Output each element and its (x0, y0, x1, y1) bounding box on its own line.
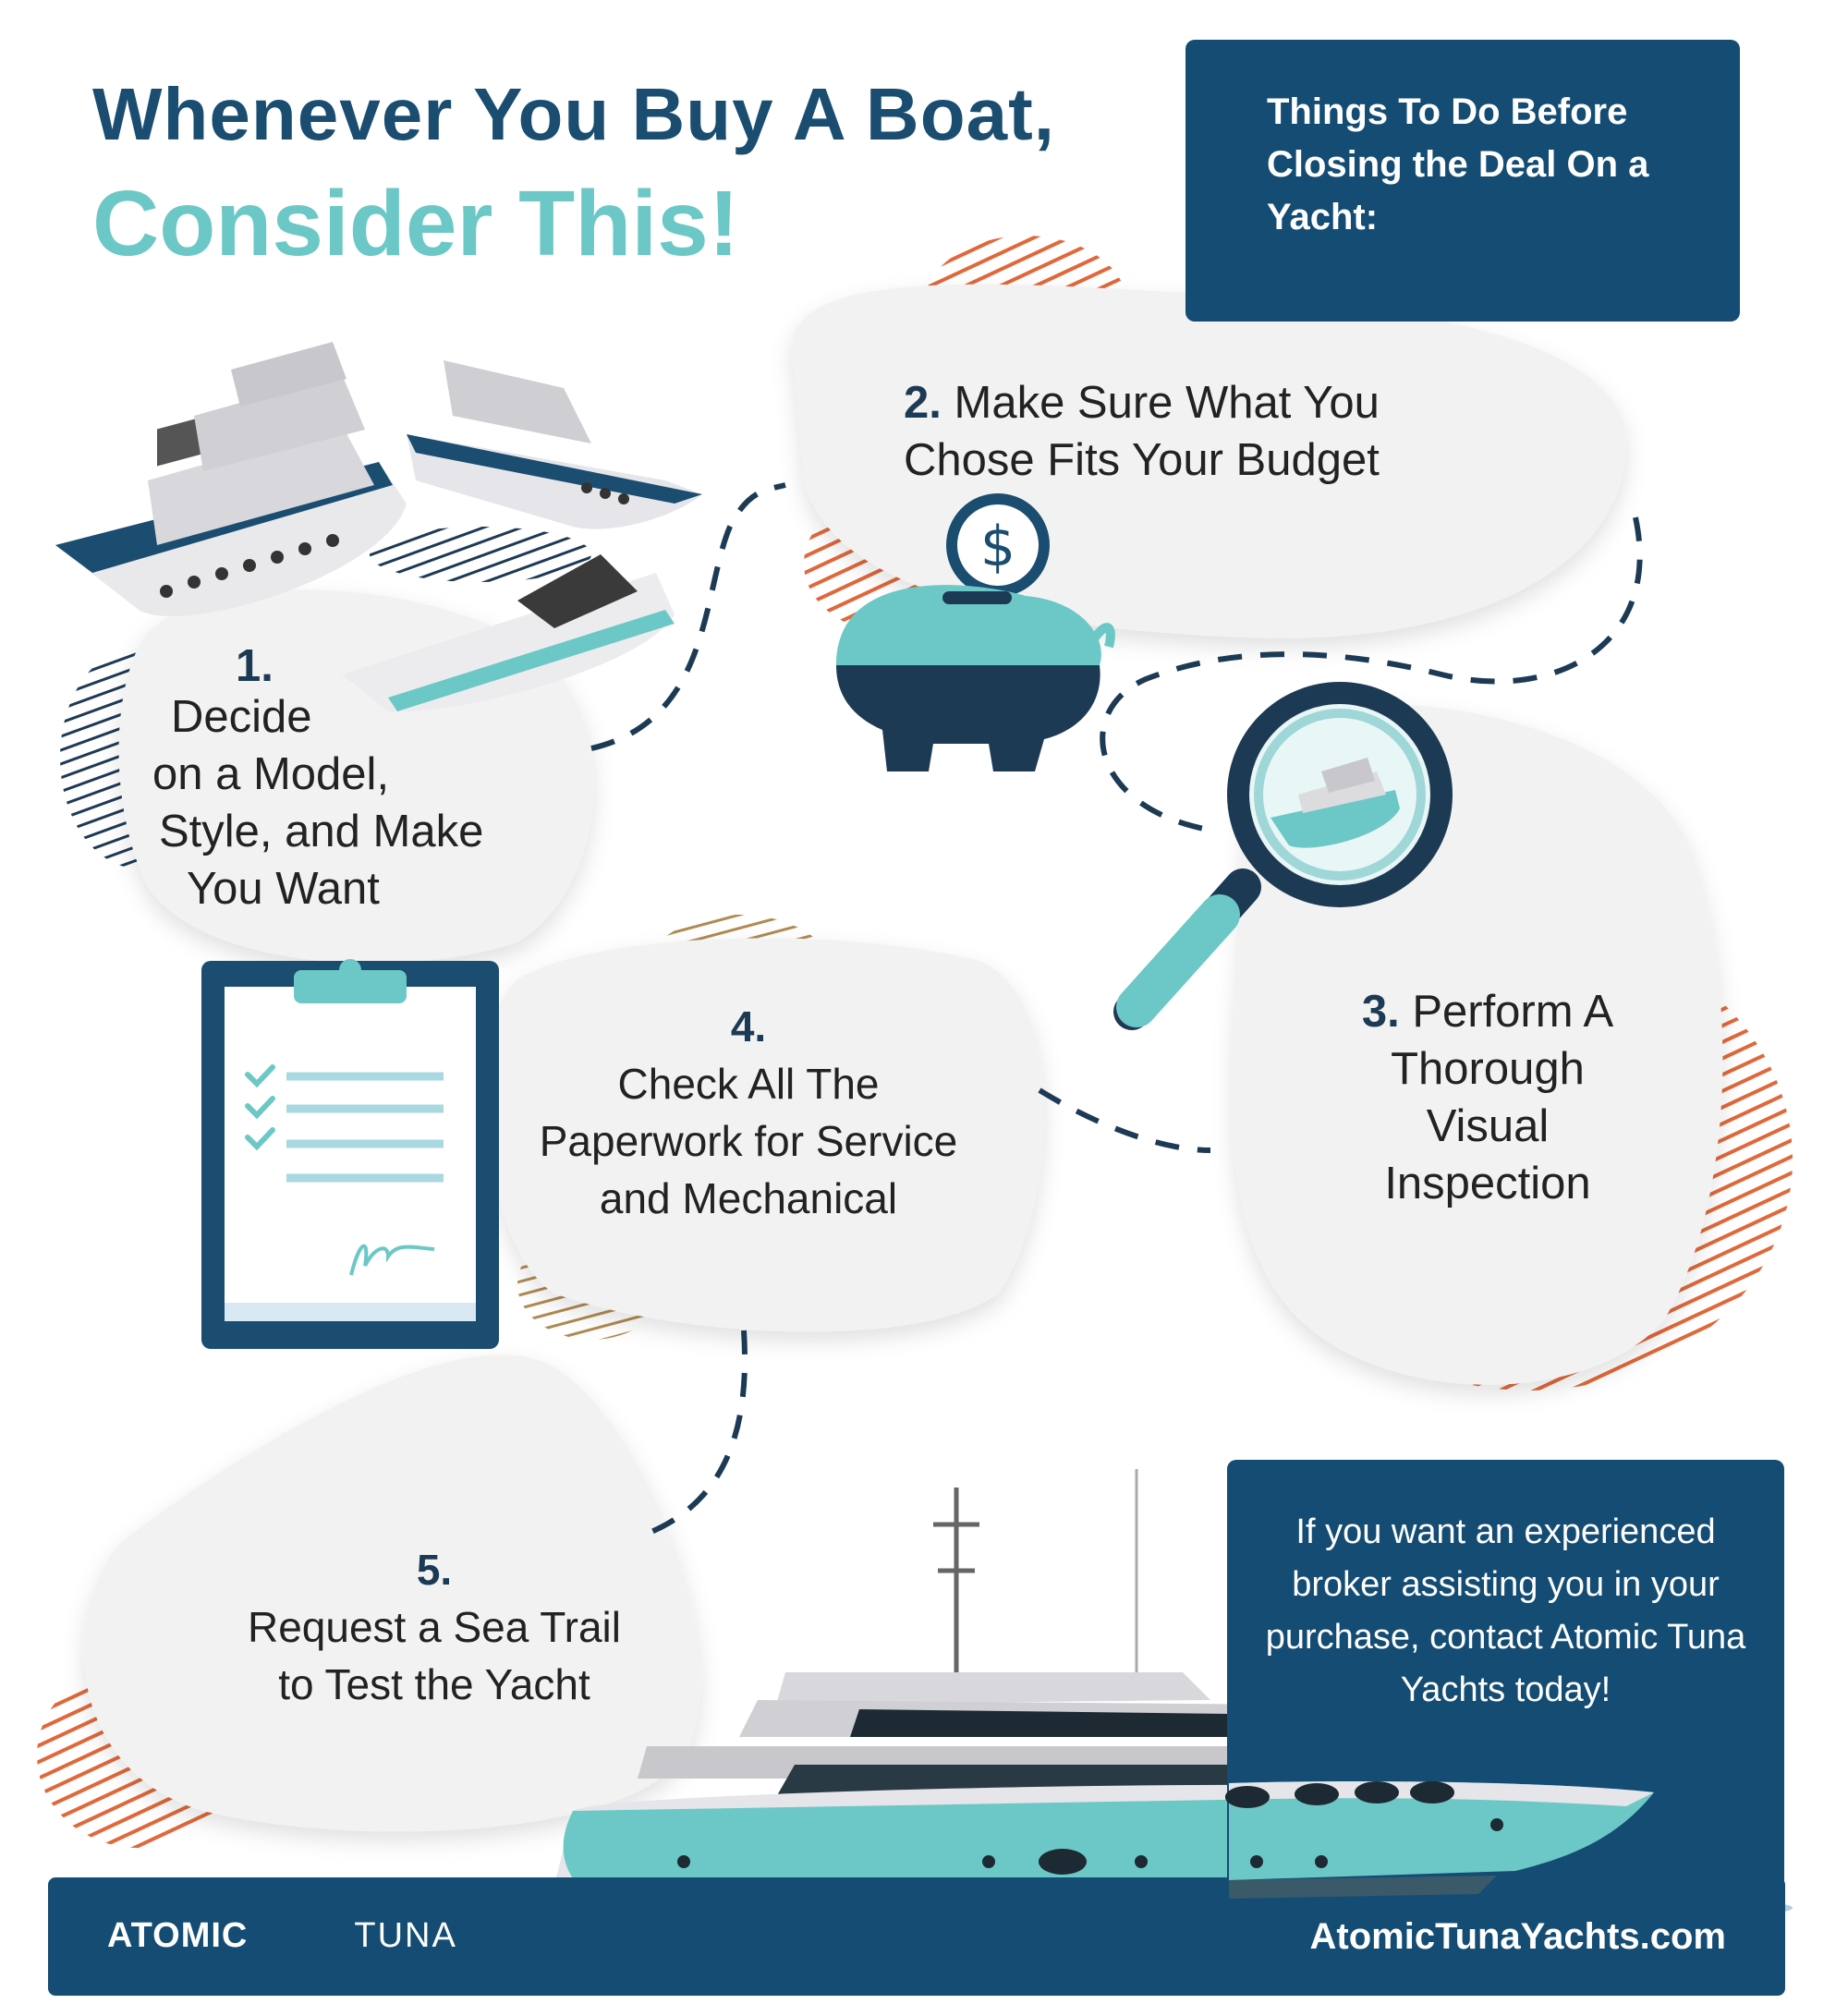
footer-bar: ATOMIC TUNA AtomicTunaYachts.com (48, 1877, 1785, 1996)
step-3-line2: Thorough (1391, 1044, 1585, 1094)
dashed-connectors (590, 482, 1643, 1536)
page-title-line1: Whenever You Buy A Boat, (92, 73, 1055, 155)
intro-box: Things To Do Before Closing the Deal On … (1185, 40, 1740, 322)
clipboard-icon (201, 959, 499, 1349)
step-2-number: 2. (904, 378, 942, 428)
step-1-number: 1. (236, 641, 274, 691)
logo-word-tuna: TUNA (354, 1916, 457, 1955)
step4-blob (485, 938, 1044, 1332)
step-1-line4: You Want (187, 864, 380, 914)
dollar-sign: $ (980, 515, 1015, 579)
step-1-line1: Decide (171, 692, 312, 742)
step-1-line2: on a Model, (152, 749, 390, 799)
step-4-line1: Check All The (617, 1060, 880, 1108)
step-3-line3: Visual (1426, 1101, 1550, 1151)
page-title-line2: Consider This! (92, 172, 740, 275)
step-5: 5. Request a Sea Trail to Test the Yacht (194, 1541, 675, 1713)
logo-word-atomic: ATOMIC (107, 1916, 249, 1955)
website-link[interactable]: AtomicTunaYachts.com (1309, 1916, 1726, 1957)
piggy-bank-icon: $ (836, 493, 1115, 771)
step-3-number: 3. (1361, 987, 1400, 1037)
step-5-line2: to Test the Yacht (278, 1660, 590, 1708)
boats-icon (55, 342, 702, 712)
step-2-line2: Chose Fits Your Budget (904, 435, 1380, 485)
step5-blob (83, 1354, 701, 1832)
step-5-line1: Request a Sea Trail (247, 1603, 621, 1651)
cta-text: If you want an experienced broker assist… (1265, 1512, 1746, 1709)
step-4-line2: Paperwork for Service (539, 1117, 958, 1165)
step-3: 3. Perform A Thorough Visual Inspection (1229, 983, 1746, 1212)
brand-logo[interactable]: ATOMIC TUNA (107, 1916, 457, 1956)
intro-box-text: Things To Do Before Closing the Deal On … (1267, 91, 1649, 237)
step-3-line1: Perform A (1412, 987, 1614, 1037)
step-1-line3: Style, and Make (159, 807, 484, 856)
magnifier-icon (1113, 682, 1453, 1030)
step-2-line1: Make Sure What You (954, 378, 1380, 428)
step-4: 4. Check All The Paperwork for Service a… (499, 998, 998, 1227)
step-4-number: 4. (730, 1002, 767, 1051)
step-5-number: 5. (416, 1546, 453, 1594)
step-4-line3: and Mechanical (599, 1174, 898, 1222)
step-3-line4: Inspection (1384, 1159, 1591, 1208)
hatch-accent (370, 527, 591, 582)
step-2: 2. Make Sure What You Chose Fits Your Bu… (904, 374, 1495, 489)
